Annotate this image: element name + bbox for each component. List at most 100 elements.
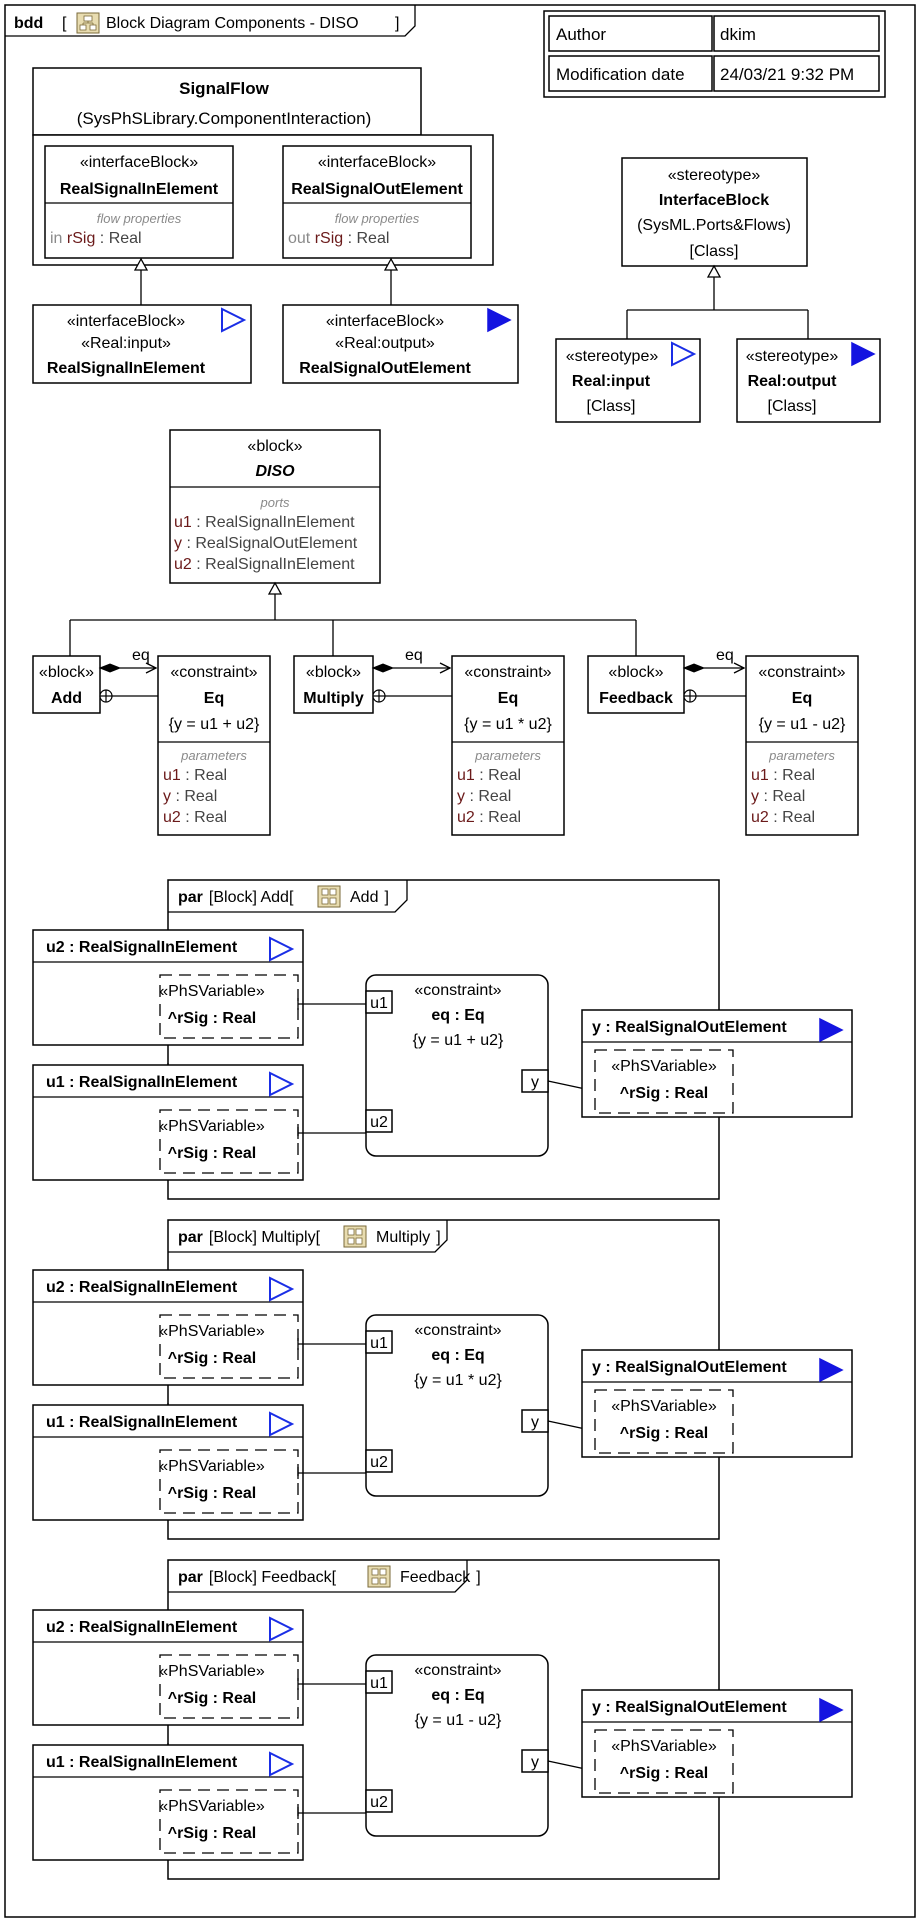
svg-text:u2: u2: [370, 1454, 388, 1471]
par-diagram-feedback[interactable]: par[Block] Feedback[Feedback]u2 : RealSi…: [32, 1559, 853, 1880]
pin-y[interactable]: y: [521, 1069, 549, 1093]
svg-text:eq : Eq: eq : Eq: [431, 1347, 484, 1364]
pin-u2[interactable]: u2: [365, 1789, 393, 1813]
par-frame-subject: Feedback]: [400, 1569, 481, 1586]
stereotype-real-input[interactable]: «stereotype» Real:input [Class]: [555, 338, 701, 423]
svg-text:RealSignalOutElement: RealSignalOutElement: [299, 360, 471, 377]
parameter-y: y : Real: [163, 788, 217, 805]
svg-text:parameters: parameters: [180, 748, 247, 763]
part-y[interactable]: y : RealSignalOutElement«PhSVariable»^rS…: [581, 1689, 853, 1798]
open-triangle-input-icon: [269, 1751, 295, 1777]
filled-triangle-output-icon: [487, 307, 512, 333]
svg-text:DISO: DISO: [255, 463, 295, 480]
constraint-property-eq[interactable]: «constraint» eq : Eq {y = u1 * u2} u1 u2 y: [365, 1314, 549, 1497]
svg-text:{y = u1 - u2}: {y = u1 - u2}: [759, 716, 846, 733]
pin-u2[interactable]: u2: [365, 1109, 393, 1133]
part-u2[interactable]: u2 : RealSignalInElement«PhSVariable»^rS…: [32, 1609, 304, 1726]
svg-text:^rSig : Real: ^rSig : Real: [620, 1425, 708, 1442]
diso-generalization: [69, 581, 637, 656]
svg-text:«stereotype»: «stereotype»: [566, 348, 659, 365]
svg-text:flow properties: flow properties: [335, 211, 420, 226]
svg-text:[Class]: [Class]: [587, 398, 636, 415]
part-u2[interactable]: u2 : RealSignalInElement«PhSVariable»^rS…: [32, 1269, 304, 1386]
signalflow-out-block[interactable]: «interfaceBlock» RealSignalOutElement fl…: [282, 145, 472, 259]
part-u2[interactable]: u2 : RealSignalInElement«PhSVariable»^rS…: [32, 929, 304, 1046]
part-u1[interactable]: u1 : RealSignalInElement «PhSVariable» ^rS…: [32, 1064, 304, 1181]
svg-text:«interfaceBlock»: «interfaceBlock»: [80, 154, 198, 171]
internal-block-icon: [367, 1565, 391, 1588]
sub-out-block[interactable]: «interfaceBlock» «Real:output» RealSigna…: [282, 304, 519, 384]
svg-text:«block»: «block»: [608, 664, 663, 681]
pin-u1[interactable]: u1: [365, 1670, 393, 1694]
constraint-eq-add[interactable]: «constraint»Eq{y = u1 + u2}parametersu1 …: [157, 655, 271, 836]
sub-in-block[interactable]: «interfaceBlock» «Real:input» RealSignal…: [32, 304, 252, 384]
parameter-u1: u1 : Real: [457, 767, 521, 784]
par-diagram-add[interactable]: par[Block] Add[Add]u2 : RealSignalInElem…: [32, 879, 853, 1200]
pin-y[interactable]: y: [521, 1749, 549, 1773]
svg-text:Multiply: Multiply: [303, 690, 364, 707]
svg-text:{y = u1 * u2}: {y = u1 * u2}: [414, 1372, 502, 1389]
svg-text:RealSignalOutElement: RealSignalOutElement: [291, 181, 463, 198]
part-y[interactable]: y : RealSignalOutElement«PhSVariable»^rS…: [581, 1009, 853, 1118]
part-u1[interactable]: u1 : RealSignalInElement«PhSVariable»^rS…: [32, 1404, 304, 1521]
stereotype-interfaceblock[interactable]: «stereotype» InterfaceBlock (SysML.Ports…: [621, 157, 808, 267]
stereotype-real-output[interactable]: «stereotype» Real:output [Class]: [736, 338, 881, 423]
svg-text:InterfaceBlock: InterfaceBlock: [659, 192, 769, 209]
svg-text:«Real:input»: «Real:input»: [81, 335, 171, 352]
par-diagram-multiply[interactable]: par[Block] Multiply[Multiply]u2 : RealSi…: [32, 1219, 853, 1540]
constraint-eq-feedback[interactable]: «constraint»Eq{y = u1 - u2}parametersu1 …: [745, 655, 859, 836]
svg-text:{y = u1 * u2}: {y = u1 * u2}: [464, 716, 552, 733]
author-label: Author: [556, 25, 606, 44]
svg-text:«PhSVariable»: «PhSVariable»: [159, 1798, 265, 1815]
constraint-eq-multiply[interactable]: «constraint»Eq{y = u1 * u2}parametersu1 …: [451, 655, 565, 836]
info-table: Author dkim Modification date 24/03/21 9…: [543, 10, 886, 98]
svg-text:«stereotype»: «stereotype»: [746, 348, 839, 365]
pin-y[interactable]: y: [521, 1409, 549, 1433]
part-u1[interactable]: u1 : RealSignalInElement«PhSVariable»^rS…: [32, 1744, 304, 1861]
svg-text:Real:input: Real:input: [572, 373, 651, 390]
open-triangle-input-icon: [221, 307, 247, 333]
svg-text:u2: u2: [370, 1794, 388, 1811]
svg-text:«constraint»: «constraint»: [170, 664, 257, 681]
pin-u1[interactable]: u1: [365, 990, 393, 1014]
svg-text:«PhSVariable»: «PhSVariable»: [159, 983, 265, 1000]
svg-text:u1 : RealSignalInElement: u1 : RealSignalInElement: [46, 1414, 238, 1431]
pin-u2[interactable]: u2: [365, 1449, 393, 1473]
open-triangle-input-icon: [269, 1276, 295, 1302]
svg-text:^rSig : Real: ^rSig : Real: [620, 1085, 708, 1102]
part-y[interactable]: y : RealSignalOutElement«PhSVariable»^rS…: [581, 1349, 853, 1458]
par-frame-title: par[Block] Add[: [178, 889, 294, 906]
svg-text:«constraint»: «constraint»: [464, 664, 551, 681]
svg-text:RealSignalInElement: RealSignalInElement: [60, 181, 219, 198]
package-diagram-icon: [76, 12, 100, 34]
svg-text:eq : Eq: eq : Eq: [431, 1687, 484, 1704]
open-triangle-input-icon: [269, 1071, 295, 1097]
svg-text:«constraint»: «constraint»: [414, 1322, 501, 1339]
par-frame-title: par[Block] Multiply[: [178, 1229, 321, 1246]
svg-text:u2 : RealSignalInElement: u2 : RealSignalInElement: [46, 939, 238, 956]
pin-u1[interactable]: u1: [365, 1330, 393, 1354]
svg-text:^rSig : Real: ^rSig : Real: [168, 1350, 256, 1367]
svg-text:y: y: [531, 1754, 539, 1771]
svg-text:u2: u2: [370, 1114, 388, 1131]
signalflow-in-block[interactable]: «interfaceBlock» RealSignalInElement flo…: [44, 145, 234, 259]
diso-block[interactable]: «block» DISO ports u1 : RealSignalInElem…: [169, 429, 381, 584]
svg-text:Eq: Eq: [204, 690, 224, 707]
svg-text:u1 : RealSignalInElement: u1 : RealSignalInElement: [46, 1074, 238, 1091]
modification-date-label: Modification date: [556, 65, 685, 84]
svg-text:y: y: [531, 1414, 539, 1431]
internal-block-icon: [317, 885, 341, 908]
diso-port-u1: u1 : RealSignalInElement: [174, 514, 355, 531]
parameter-u2: u2 : Real: [163, 809, 227, 826]
svg-text:^rSig : Real: ^rSig : Real: [168, 1145, 256, 1162]
parameter-y: y : Real: [457, 788, 511, 805]
frame-bracket-close: ]: [395, 15, 399, 32]
svg-text:«PhSVariable»: «PhSVariable»: [159, 1118, 265, 1135]
svg-text:«interfaceBlock»: «interfaceBlock»: [326, 313, 444, 330]
